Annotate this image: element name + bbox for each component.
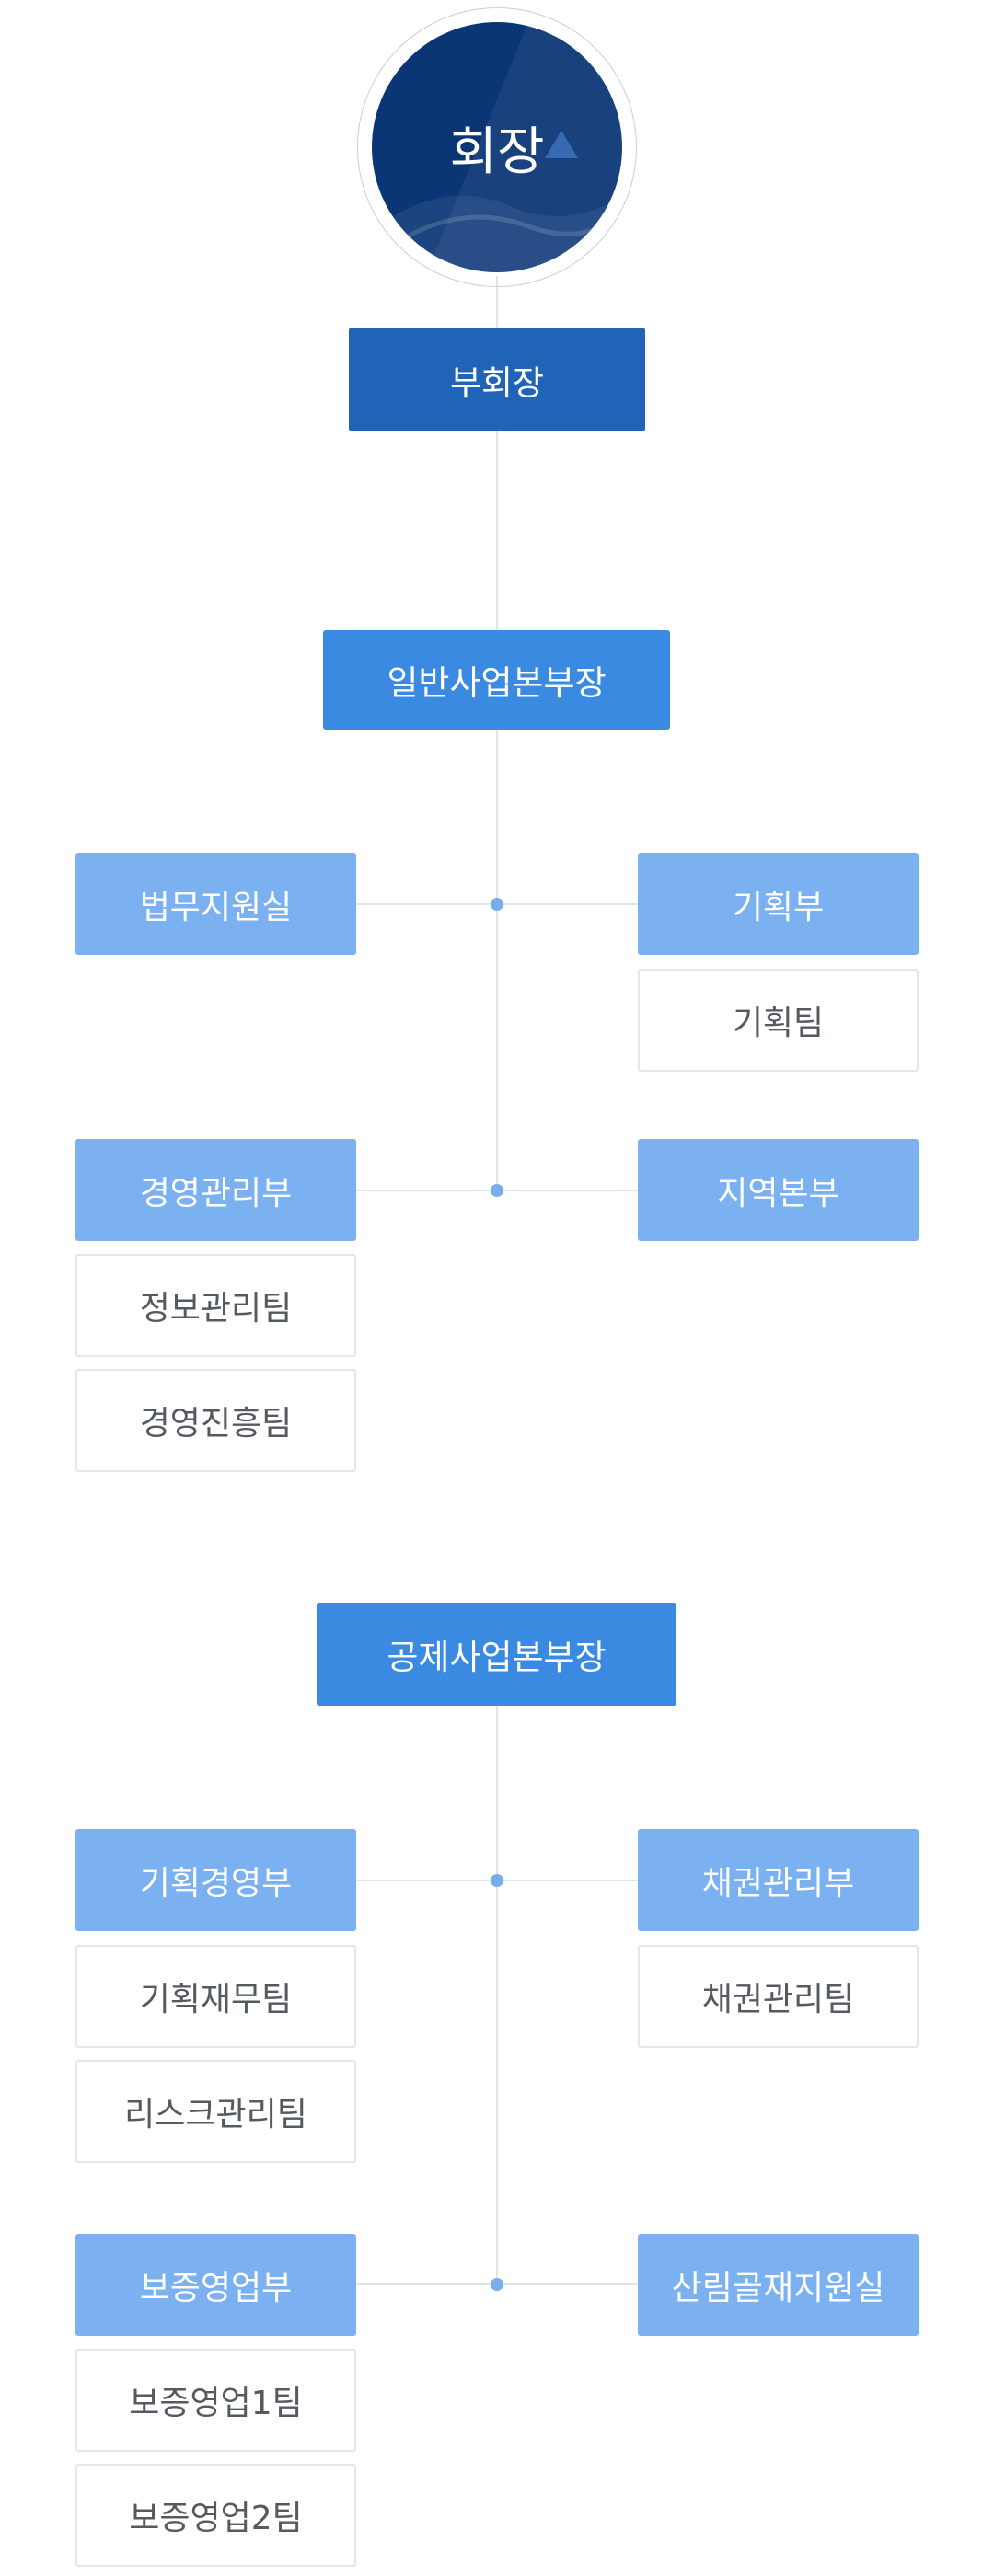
forest-aggregate-support-office-box: 산림골재지원실 — [638, 2234, 919, 2336]
connector-general-trunk — [496, 727, 498, 1190]
management-dept-box: 경영관리부 — [75, 1139, 356, 1241]
planning-finance-team-box: 기획재무팀 — [75, 1945, 356, 2048]
connector-chairman-vice — [496, 276, 498, 331]
guarantee-sales-team-2-box: 보증영업2팀 — [75, 2464, 356, 2567]
connector-vice-general — [496, 431, 498, 633]
connector-dot — [491, 898, 503, 911]
connector-dot — [491, 1874, 503, 1887]
connector-mutual-trunk — [496, 1704, 498, 2283]
guarantee-sales-dept-box: 보증영업부 — [75, 2234, 356, 2336]
management-promotion-team-box: 경영진흥팀 — [75, 1369, 356, 1472]
risk-management-team-box: 리스크관리팀 — [75, 2060, 356, 2163]
planning-dept-box: 기획부 — [638, 853, 919, 955]
vice-chairman-box: 부회장 — [349, 328, 645, 431]
general-business-head-box: 일반사업본부장 — [323, 630, 670, 730]
planning-management-dept-box: 기획경영부 — [75, 1829, 356, 1931]
guarantee-sales-team-1-box: 보증영업1팀 — [75, 2349, 356, 2452]
info-management-team-box: 정보관리팀 — [75, 1254, 356, 1357]
connector-dot — [491, 2278, 503, 2291]
legal-support-office-box: 법무지원실 — [75, 853, 356, 955]
credit-management-dept-box: 채권관리부 — [638, 1829, 919, 1931]
regional-headquarters-box: 지역본부 — [638, 1139, 919, 1241]
credit-management-team-box: 채권관리팀 — [638, 1945, 919, 2048]
connector-dot — [491, 1184, 503, 1197]
chairman-ring — [357, 7, 637, 287]
mutual-aid-head-box: 공제사업본부장 — [317, 1603, 676, 1706]
chairman-emblem — [372, 22, 622, 272]
planning-team-box: 기획팀 — [638, 969, 919, 1072]
chairman-label: 회장 — [449, 121, 545, 182]
